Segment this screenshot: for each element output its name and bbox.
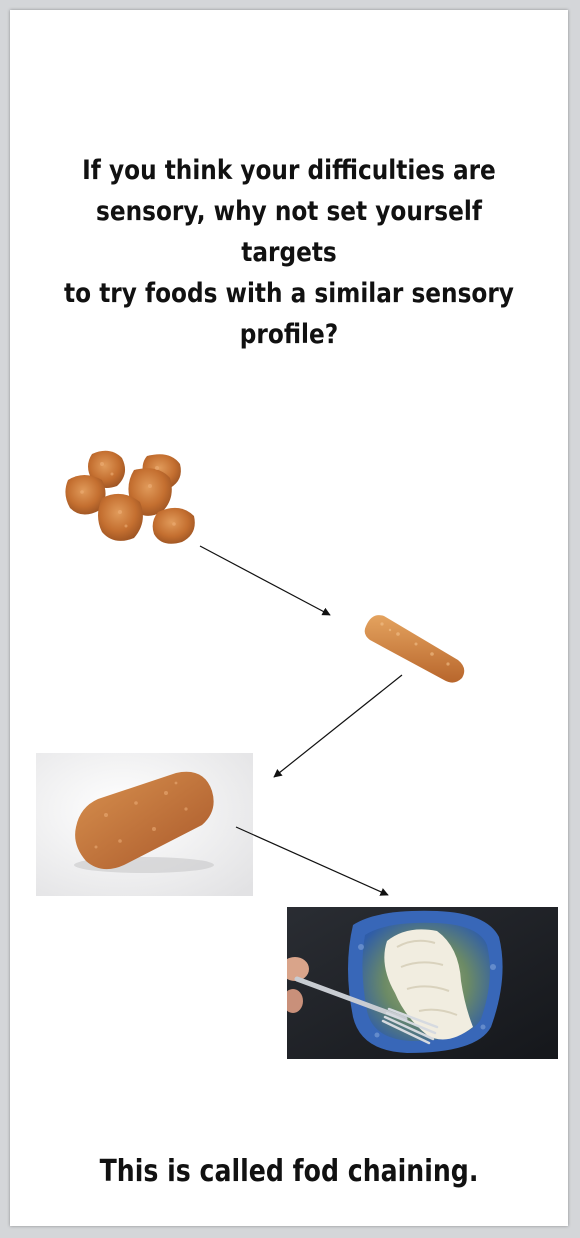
arrow-fishfinger-to-fillet <box>273 674 403 778</box>
footer-caption: This is called fod chaining. <box>99 1154 479 1189</box>
arrow-nuggets-to-fishfinger <box>199 545 331 616</box>
page-heading: If you think your difficulties are senso… <box>49 150 529 355</box>
heading-line-3: to try foods with a similar sensory <box>64 278 514 309</box>
breaded-fish-fillet-image <box>36 753 253 896</box>
arrow-fillet-to-whitefish <box>235 826 389 896</box>
chicken-nuggets-image <box>65 450 195 544</box>
heading-line-2: sensory, why not set yourself targets <box>96 196 482 268</box>
fish-finger-image <box>364 615 465 683</box>
white-fish-plate-image <box>287 907 558 1059</box>
heading-line-1: If you think your difficulties are <box>82 155 496 186</box>
heading-line-4: profile? <box>239 319 339 350</box>
document-page: If you think your difficulties are senso… <box>10 10 568 1226</box>
chain-arrows <box>199 545 403 896</box>
